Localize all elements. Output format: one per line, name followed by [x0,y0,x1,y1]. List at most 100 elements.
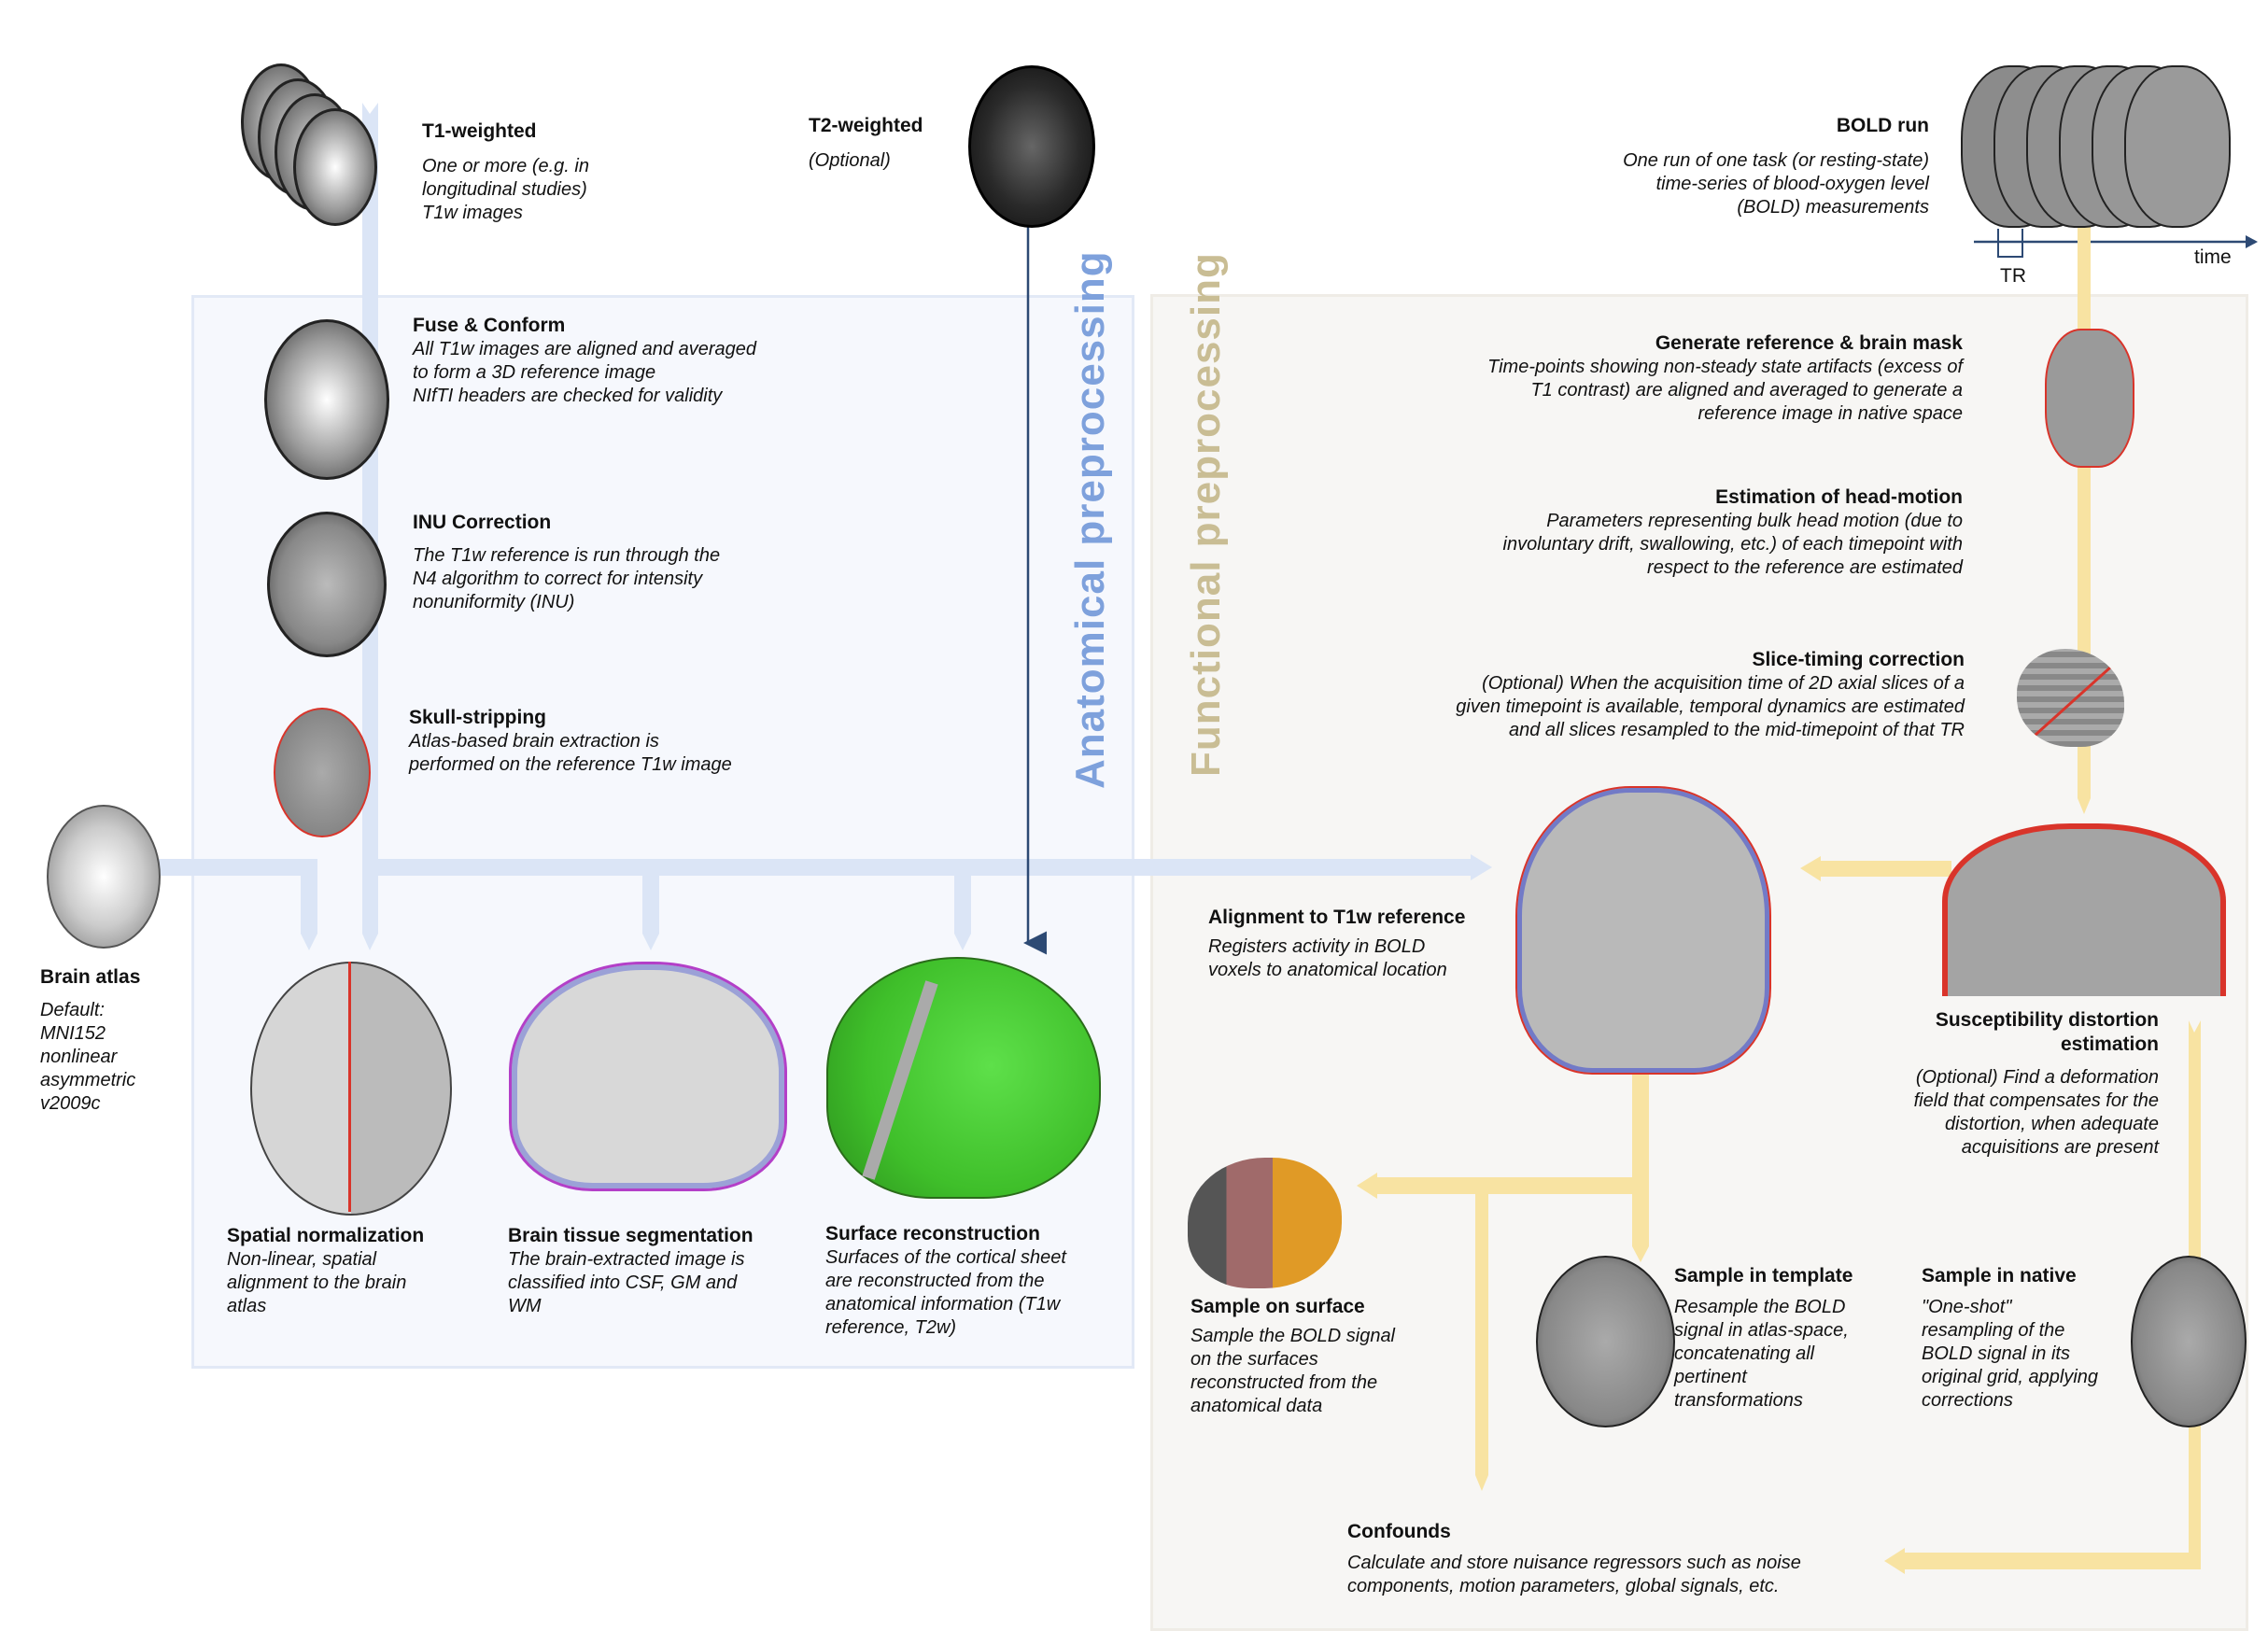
step-desc-line: distortion, when adequate [1944,1114,2159,1134]
t1-desc-line: T1w images [422,203,523,223]
bold-series-icon [1961,65,2231,228]
branch-to-segmentation-arrow [642,876,659,950]
t2-input: T2-weighted (Optional) [809,114,958,173]
step-title: Alignment to T1w reference [1208,907,1466,928]
surface-sampled-brain-icon [1188,1158,1342,1288]
step-desc-line: The brain-extracted image is [508,1249,745,1270]
step-confounds: Confounds Calculate and store nuisance r… [1347,1520,1870,1598]
step-desc-line: WM [508,1296,542,1316]
step-desc-line: reference, T2w) [825,1317,957,1338]
arrow-to-surface [1357,1173,1377,1199]
step-desc-line: acquisitions are present [1961,1137,2159,1158]
bold-title: BOLD run [1836,115,1929,136]
tr-label: TR [2000,265,2026,287]
step-desc-line: anatomical information (T1w [825,1294,1061,1315]
t2-title: T2-weighted [809,115,923,136]
normalized-brain-icon [250,962,452,1216]
anatomical-flow-arrows [154,103,1492,950]
bold-desc-line: One run of one task (or resting-state) [1623,150,1929,171]
step-desc-line: Calculate and store nuisance regressors … [1347,1553,1801,1573]
atlas-desc-line: v2009c [40,1093,101,1114]
time-axis [1974,229,2258,258]
step-sample-native: Sample in native "One-shot" resampling o… [1922,1264,2136,1413]
atlas-desc-line: Default: [40,1000,105,1020]
skull-stripped-brain-icon [274,708,371,837]
step-desc-line: N4 algorithm to correct for intensity [413,569,703,589]
step-desc-line: All T1w images are aligned and averaged [413,339,756,359]
step-desc-line: components, motion parameters, global si… [1347,1576,1780,1596]
step-skull-stripping: Skull-stripping Atlas-based brain extrac… [409,706,820,777]
atlas-desc-line: nonlinear [40,1047,118,1067]
step-title: Estimation of head-motion [1715,486,1963,508]
step-tissue-segmentation: Brain tissue segmentation The brain-extr… [508,1224,788,1318]
step-inu-correction: INU Correction The T1w reference is run … [413,511,805,614]
step-desc-line: The T1w reference is run through the [413,545,721,566]
step-desc-line: Registers activity in BOLD [1208,936,1426,957]
step-title: Surface reconstruction [825,1223,1040,1244]
native-to-confounds-bar [1905,1553,2201,1569]
step-generate-reference: Generate reference & brain mask Time-poi… [1354,331,1963,426]
distortion-brain-icon [1942,823,2226,996]
step-desc-line: Surfaces of the cortical sheet [825,1247,1066,1268]
step-title: Skull-stripping [409,707,546,728]
step-desc-line: (Optional) When the acquisition time of … [1482,673,1965,694]
t1-input: T1-weighted One or more (e.g. in longitu… [422,120,702,225]
atlas-brain-icon [47,805,161,949]
step-desc-line: reconstructed from the [1190,1372,1378,1393]
step-desc-line: on the surfaces [1190,1349,1318,1370]
bold-desc-line: (BOLD) measurements [1737,197,1929,218]
step-title: Generate reference & brain mask [1655,332,1963,354]
native-sampled-brain-icon [2131,1256,2247,1427]
arrow-to-alignment-yellow [1800,856,1821,881]
atlas-input: Brain atlas Default: MNI152 nonlinear as… [40,965,171,1116]
step-desc-line: pertinent [1674,1367,1747,1387]
step-desc-line: nonuniformity (INU) [413,592,575,612]
brain-stack-icon [241,63,381,226]
step-title: Fuse & Conform [413,315,566,336]
step-desc-line: T1 contrast) are aligned and averaged to… [1530,380,1963,401]
functional-section-label: Functional preprocessing [1183,252,1229,777]
step-title: Sample on surface [1190,1296,1365,1317]
step-title: Susceptibility distortion [1935,1009,2159,1031]
atlas-title: Brain atlas [40,966,141,988]
atlas-desc-line: asymmetric [40,1070,136,1090]
step-head-motion: Estimation of head-motion Parameters rep… [1354,485,1963,580]
step-desc-line: BOLD signal in its [1922,1343,2070,1364]
step-desc-line: resampling of the [1922,1320,2065,1341]
anatomical-horizontal-bar [378,859,1471,876]
cortical-surface-icon [826,957,1101,1199]
alignment-coronal-brain-icon [1515,786,1771,1075]
confounds-down-arrow [1475,1194,1488,1491]
sdc-to-alignment-bar [1821,861,1951,877]
step-surface-reconstruction: Surface reconstruction Surfaces of the c… [825,1222,1124,1340]
step-desc-line: original grid, applying [1922,1367,2099,1387]
fused-t1-brain-icon [264,319,389,480]
step-desc-line: are reconstructed from the [825,1271,1045,1291]
step-desc-line: signal in atlas-space, [1674,1320,1849,1341]
step-desc-line: Atlas-based brain extraction is [409,731,659,752]
bold-input: BOLD run One run of one task (or resting… [1513,114,1929,219]
step-desc-line: respect to the reference are estimated [1647,557,1963,578]
surface-branch-bar [1377,1177,1632,1194]
brain-t2-icon [968,65,1095,228]
step-desc-line: transformations [1674,1390,1803,1411]
step-desc-line: (Optional) Find a deformation [1915,1067,2159,1088]
step-title: INU Correction [413,512,552,533]
step-fuse-conform: Fuse & Conform All T1w images are aligne… [413,314,842,408]
step-desc-line: given timepoint is available, temporal d… [1456,696,1965,717]
branch-to-surface-arrow [954,876,971,950]
step-title: Slice-timing correction [1752,649,1965,670]
step-desc-line: to form a 3D reference image [413,362,656,383]
step-title: Sample in template [1674,1265,1853,1287]
step-slice-timing: Slice-timing correction (Optional) When … [1345,648,1965,742]
step-desc-line: field that compensates for the [1913,1090,2159,1111]
slice-timing-brain-icon [2017,649,2124,747]
t1-main-arrow [362,103,378,950]
time-axis-label: time [2194,246,2232,268]
step-desc-line: Sample the BOLD signal [1190,1326,1396,1346]
t1-desc-line: One or more (e.g. in [422,156,589,176]
atlas-to-normalization-arrow [301,876,317,950]
template-sampled-brain-icon [1536,1256,1675,1427]
step-desc-line: and all slices resampled to the mid-time… [1509,720,1965,740]
step-spatial-normalization: Spatial normalization Non-linear, spatia… [227,1224,470,1318]
